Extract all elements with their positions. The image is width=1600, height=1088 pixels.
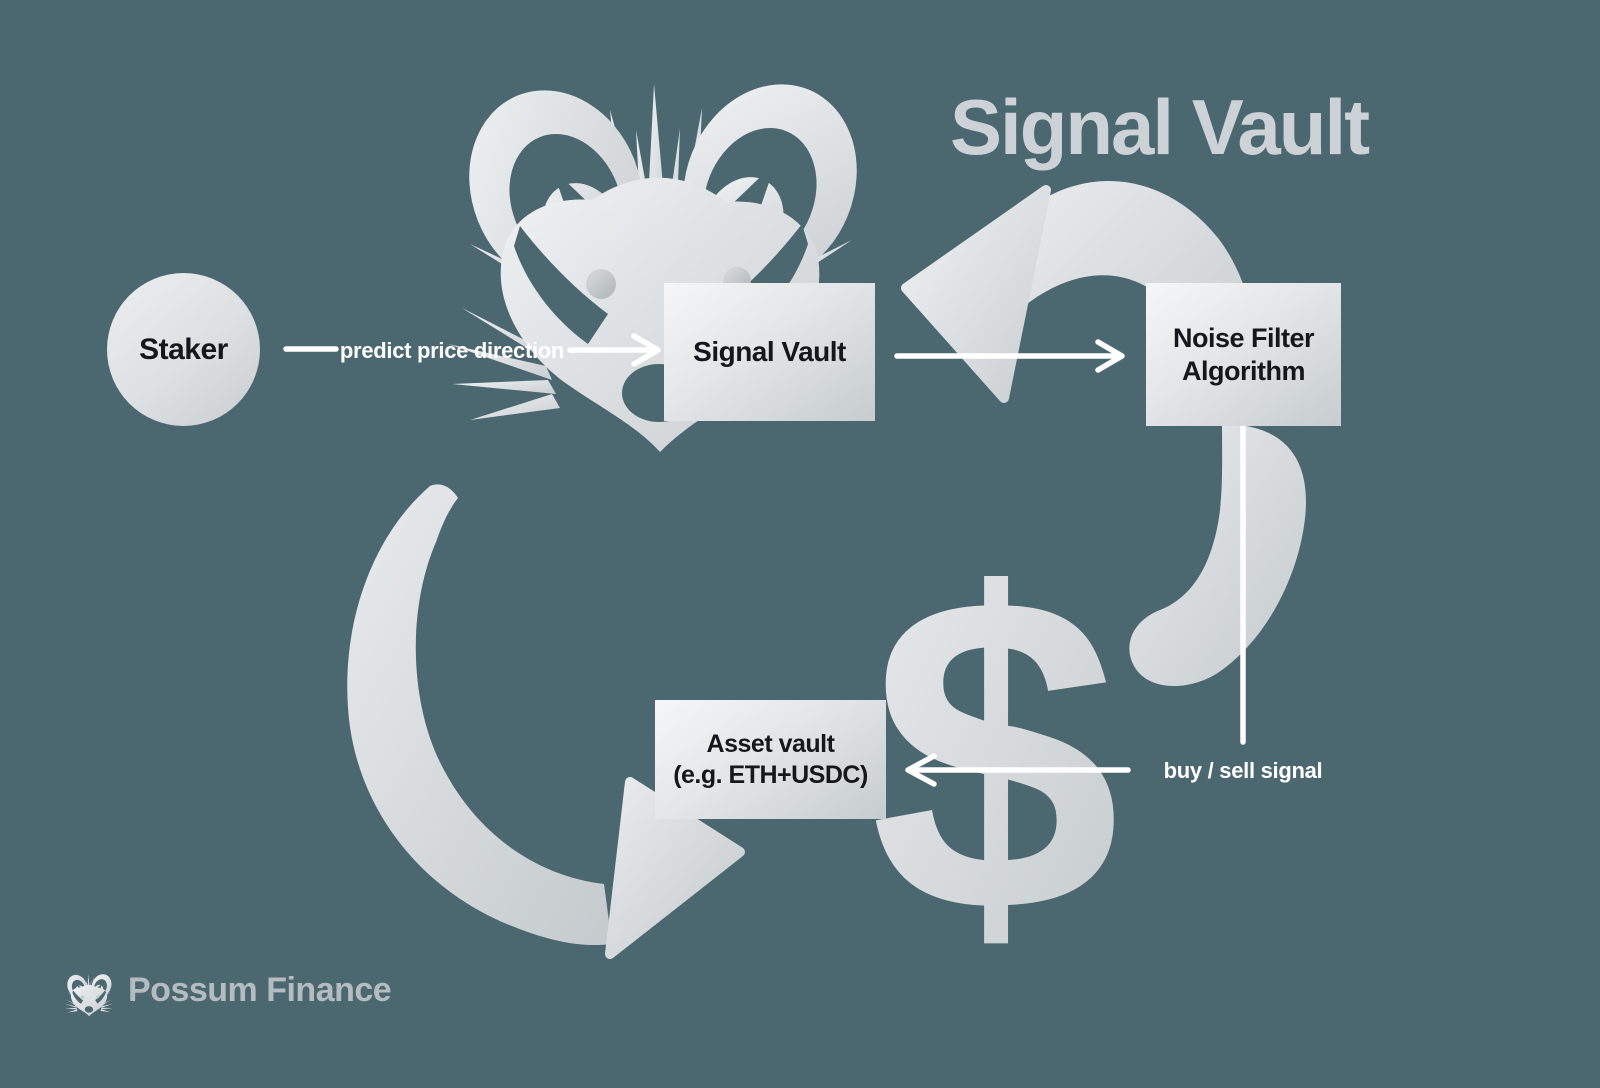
staker-label: Staker bbox=[139, 332, 228, 366]
asset-vault-label-line1: Asset vault bbox=[706, 730, 835, 758]
brand-lockup: Possum Finance bbox=[58, 962, 392, 1018]
noise-filter-label-line1: Noise Filter bbox=[1172, 322, 1315, 353]
brand-name: Possum Finance bbox=[128, 970, 392, 1009]
brand-logo-spacer bbox=[58, 962, 114, 1018]
buy-sell-signal-label: buy / sell signal bbox=[1163, 758, 1323, 783]
noise-filter-tail-swoosh bbox=[1129, 424, 1306, 687]
predict-price-direction-label: predict price direction bbox=[339, 338, 565, 363]
noise-filter-label-line2: Algorithm bbox=[1182, 355, 1306, 386]
staker-node: Staker bbox=[107, 273, 260, 426]
connector-arrow-to-asset-vault bbox=[905, 753, 1131, 787]
dollar-sign-icon: $ bbox=[870, 504, 1120, 1006]
signal-vault-label: Signal Vault bbox=[693, 335, 846, 367]
asset-vault-node: Asset vault (e.g. ETH+USDC) bbox=[655, 700, 886, 819]
noise-filter-node: Noise Filter Algorithm bbox=[1146, 283, 1341, 426]
connector-arrow-to-noise-filter bbox=[894, 339, 1125, 373]
signal-vault-node: Signal Vault bbox=[664, 283, 875, 421]
asset-vault-label-line2: (e.g. ETH+USDC) bbox=[673, 760, 868, 789]
page-title: Signal Vault bbox=[950, 83, 1370, 171]
connector-arrow-to-signal-vault bbox=[567, 333, 661, 367]
